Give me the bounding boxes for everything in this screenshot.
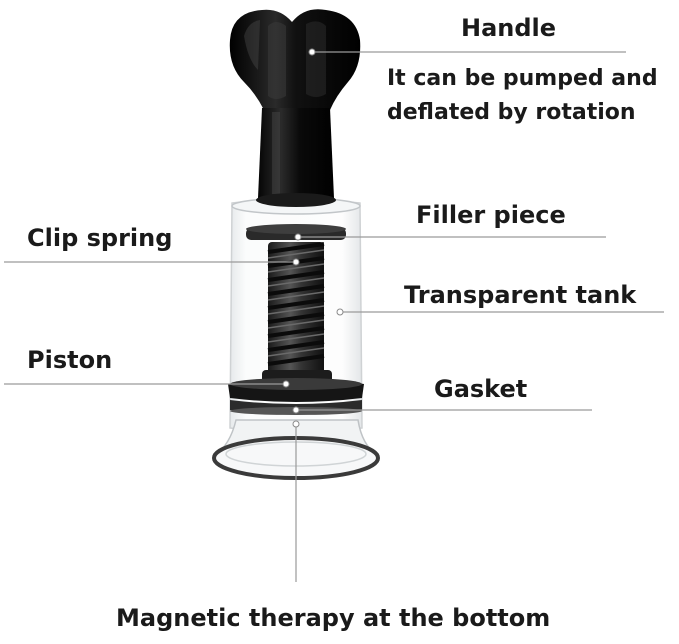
leader-dots [282,48,344,428]
leader-dot-bottom [292,420,300,428]
label-piston: Piston [27,346,113,374]
label-handle-note-line2: deflated by rotation [387,100,636,125]
leader-dot-piston [282,380,290,388]
clip-spring-shape [267,242,325,377]
label-handle-note-line1: It can be pumped and [387,66,658,91]
leader-dot-handle [308,48,316,56]
handle-knob [229,9,361,111]
handle-stem [258,108,334,198]
label-transparent-tank: Transparent tank [404,281,637,309]
piston-shape [228,370,364,402]
label-gasket: Gasket [434,375,528,403]
leader-dot-filler [294,233,302,241]
leader-lines [4,51,664,582]
label-clip-spring: Clip spring [27,224,173,252]
leader-dot-tank [336,308,344,316]
filler-piece-shape [246,193,346,240]
label-magnetic-bottom: Magnetic therapy at the bottom [116,604,551,632]
leader-dot-clip-spring [292,258,300,266]
leader-dot-gasket [292,406,300,414]
label-handle: Handle [461,14,557,42]
label-filler-piece: Filler piece [416,201,566,229]
